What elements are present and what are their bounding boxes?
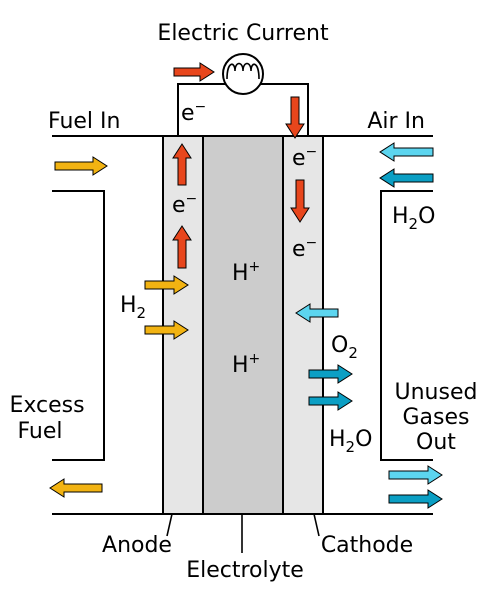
current-meter-icon: [222, 53, 264, 95]
water-out-arrow-1: [308, 364, 353, 384]
fuel-in-label: Fuel In: [48, 109, 120, 134]
air-in-arrow-light: [379, 142, 434, 162]
electron-arrow-down-cathode-2: [290, 179, 310, 223]
leader-lines: [166, 513, 320, 553]
cathode-label: Cathode: [321, 533, 413, 558]
fuel-to-anode-arrow-1: [144, 275, 189, 295]
excess-fuel-out-arrow: [49, 478, 103, 498]
unused-gases-label-line3: Out: [416, 430, 456, 455]
unused-gases-out-arrow-light: [388, 465, 443, 485]
cell-outlines: [162, 136, 324, 514]
channel-lines: [52, 135, 433, 515]
electric-current-label: Electric Current: [157, 21, 329, 46]
anode-label: Anode: [102, 533, 172, 558]
fuel-to-anode-arrow-2: [144, 320, 189, 340]
water-label-top: H2O: [392, 204, 435, 233]
fuel-in-arrow: [54, 156, 108, 176]
anode-layer: [163, 136, 203, 514]
electron-arrow-wire: [173, 62, 215, 82]
unused-gases-label-line2: Gases: [403, 405, 470, 430]
air-in-label: Air In: [367, 109, 425, 134]
electron-arrow-down-cathode-1: [285, 96, 305, 139]
electrolyte-layer: [203, 136, 283, 514]
electron-label-cathode-2: e−: [292, 235, 317, 262]
oxygen-to-cathode-arrow: [295, 303, 339, 323]
water-out-arrow-2: [308, 391, 353, 411]
proton-label-2: H+: [232, 351, 260, 378]
electron-arrow-up-anode-1: [172, 143, 192, 186]
unused-gases-out-arrow-dark: [388, 489, 443, 509]
electron-label-cathode-1: e−: [292, 144, 317, 171]
electron-label-anode: e−: [172, 191, 197, 218]
excess-fuel-label-line1: Excess: [9, 393, 84, 418]
excess-fuel-label-line2: Fuel: [17, 419, 62, 444]
electrolyte-label: Electrolyte: [186, 558, 304, 583]
proton-label-1: H+: [232, 259, 260, 286]
unused-gases-label-line1: Unused: [395, 380, 478, 405]
hydrogen-label: H2: [120, 293, 146, 322]
electron-label-wire: e−: [181, 99, 206, 126]
water-label-bottom: H2O: [329, 427, 372, 456]
oxygen-label: O2: [331, 333, 358, 362]
air-in-arrow-dark: [379, 168, 434, 188]
electron-arrow-up-anode-2: [172, 225, 192, 269]
